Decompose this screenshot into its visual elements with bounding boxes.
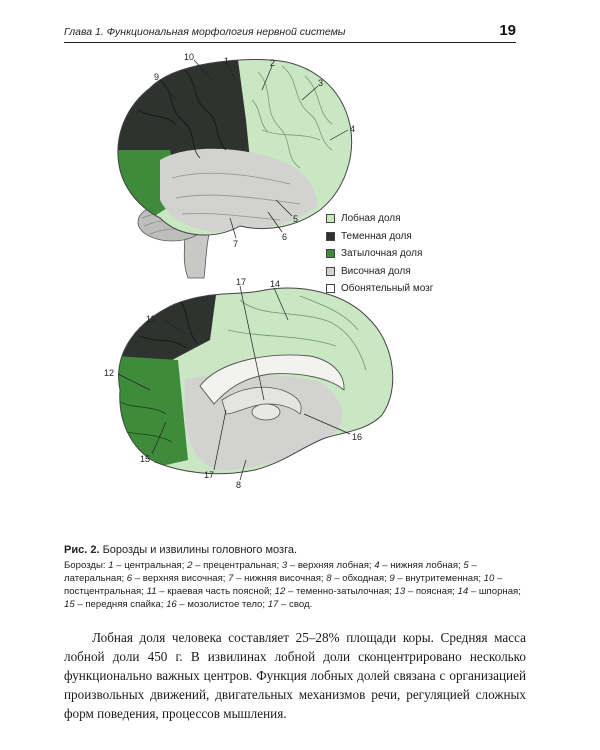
- legend-label: Обонятельный мозг: [341, 283, 433, 294]
- legend-item: Затылочная доля: [326, 245, 433, 263]
- legend-swatch: [326, 284, 335, 293]
- body-paragraph: Лобная доля человека составляет 25–28% п…: [64, 628, 526, 723]
- caption-title: Рис. 2. Борозды и извилины головного моз…: [64, 544, 524, 557]
- callout-8: 8: [236, 480, 241, 490]
- callout-6: 6: [282, 232, 287, 242]
- figure-caption: Рис. 2. Борозды и извилины головного моз…: [64, 544, 524, 611]
- caption-entry-text: – свод.: [278, 599, 312, 610]
- callout-5: 5: [293, 214, 298, 224]
- caption-entry-text: – нижняя лобная;: [380, 560, 461, 571]
- callout-1: 1: [224, 56, 229, 66]
- legend-item: Височная доля: [326, 263, 433, 281]
- caption-entry-number: 12: [275, 586, 286, 597]
- legend-item: Лобная доля: [326, 210, 433, 228]
- callout-7: 7: [233, 239, 238, 249]
- callout-14: 15: [140, 454, 150, 464]
- legend-label: Теменная доля: [341, 231, 412, 242]
- caption-entry-text: – верхняя височная;: [132, 573, 225, 584]
- caption-entry-text: – передняя спайка;: [75, 599, 164, 610]
- callout-9: 9: [154, 72, 159, 82]
- legend-swatch: [326, 232, 335, 241]
- callout-10: 10: [184, 52, 194, 62]
- brain-figure: 1 2 3 4 5 6 7 9 10: [0, 0, 600, 540]
- caption-entry-number: 16: [166, 599, 177, 610]
- caption-entry-text: – верхняя лобная;: [287, 560, 371, 571]
- caption-entry-text: – поясная;: [405, 586, 455, 597]
- callout-16: 17: [204, 470, 214, 480]
- callout-17: 17: [236, 277, 246, 287]
- legend-item: Обонятельный мозг: [326, 280, 433, 298]
- legend-swatch: [326, 249, 335, 258]
- caption-entry-text: – прецентральная;: [192, 560, 279, 571]
- brain-illustration: 1 2 3 4 5 6 7 9 10: [0, 0, 600, 540]
- caption-entry-text: – теменно-затылочная;: [285, 586, 391, 597]
- caption-entry-text: – центральная;: [114, 560, 185, 571]
- caption-entry-number: 15: [64, 599, 75, 610]
- caption-entry-text: – внутритеменная;: [395, 573, 481, 584]
- callout-12: 12: [104, 368, 114, 378]
- legend-swatch: [326, 267, 335, 276]
- caption-intro: Борозды:: [64, 560, 106, 571]
- caption-body: Борозды: 1 – центральная; 2 – прецентрал…: [64, 559, 524, 611]
- caption-title-text: Борозды и извилины головного мозга.: [103, 544, 297, 556]
- figure-legend: Лобная доля Теменная доля Затылочная дол…: [326, 210, 433, 298]
- caption-entry-number: 13: [394, 586, 405, 597]
- caption-entry-text: – шпорная;: [468, 586, 521, 597]
- legend-label: Лобная доля: [341, 213, 401, 224]
- callout-11: 11: [146, 314, 155, 324]
- callout-13: 14: [270, 279, 280, 289]
- callout-3: 3: [318, 78, 323, 88]
- caption-label: Рис. 2.: [64, 544, 100, 556]
- caption-entry-text: – нижняя височная;: [234, 573, 324, 584]
- caption-entry-number: 17: [268, 599, 279, 610]
- legend-swatch: [326, 214, 335, 223]
- caption-entry-text: – обходная;: [332, 573, 387, 584]
- caption-entry-number: 10: [484, 573, 495, 584]
- medial-brain-view: 17 14 11 12 15 16 17 8: [100, 277, 420, 490]
- callout-4: 4: [350, 124, 355, 134]
- callout-2: 2: [270, 58, 275, 68]
- caption-entry-text: – мозолистое тело;: [177, 599, 265, 610]
- legend-label: Затылочная доля: [341, 248, 422, 259]
- caption-entry-text: – краевая часть поясной;: [157, 586, 272, 597]
- callout-15: 16: [352, 432, 362, 442]
- caption-entry-number: 11: [147, 586, 157, 597]
- caption-entry-number: 14: [458, 586, 469, 597]
- legend-label: Височная доля: [341, 266, 411, 277]
- legend-item: Теменная доля: [326, 228, 433, 246]
